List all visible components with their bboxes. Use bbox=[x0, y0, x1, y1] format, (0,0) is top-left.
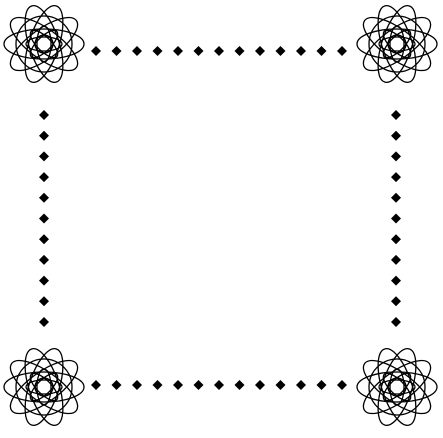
diamond-dot-icon bbox=[255, 46, 265, 56]
diamond-dot-icon bbox=[316, 46, 327, 56]
diamond-dot-icon bbox=[132, 46, 142, 56]
diamond-dot-icon bbox=[214, 46, 224, 56]
rosette-petal bbox=[3, 371, 85, 403]
rosette-inner-petal bbox=[382, 29, 412, 59]
rosette-petal bbox=[362, 359, 432, 415]
rosette-inner-petal bbox=[29, 29, 59, 59]
diamond-dot-icon bbox=[152, 46, 163, 56]
diamond-dot-icon bbox=[39, 213, 49, 224]
diamond-dot-icon bbox=[132, 380, 142, 390]
diamond-dot-icon bbox=[39, 317, 49, 327]
rosette-inner-petal bbox=[382, 29, 412, 59]
right-dotted-edge bbox=[391, 110, 401, 327]
rosette-ornament-icon bbox=[356, 348, 438, 426]
diamond-dot-icon bbox=[275, 380, 286, 390]
rosette-ornament-icon bbox=[356, 5, 438, 83]
rosette-inner-petal bbox=[25, 379, 63, 395]
diamond-dot-icon bbox=[234, 380, 245, 390]
rosette-inner-petal bbox=[382, 372, 412, 402]
rosette-petal bbox=[356, 371, 438, 403]
diamond-dot-icon bbox=[391, 110, 401, 120]
diamond-dot-icon bbox=[39, 110, 49, 120]
diamond-dot-icon bbox=[39, 275, 49, 286]
diamond-dot-icon bbox=[39, 296, 49, 307]
diamond-dot-icon bbox=[152, 380, 163, 390]
rosette-inner-petal bbox=[25, 36, 63, 52]
rosette-inner-petal bbox=[36, 368, 52, 406]
diamond-dot-icon bbox=[39, 234, 49, 245]
diamond-dot-icon bbox=[39, 151, 49, 162]
diamond-dot-icon bbox=[275, 46, 286, 56]
rosette-ring bbox=[368, 15, 426, 73]
diamond-dot-icon bbox=[337, 380, 347, 390]
diamond-dot-icon bbox=[91, 46, 101, 56]
rosette-inner-petal bbox=[382, 372, 412, 402]
diamond-dot-icon bbox=[111, 380, 122, 390]
rosette-petal bbox=[3, 28, 85, 60]
rosette-petal bbox=[356, 28, 438, 60]
diamond-dot-icon bbox=[337, 46, 347, 56]
rosette-ring bbox=[15, 15, 73, 73]
rosette-inner-petal bbox=[378, 36, 416, 52]
diamond-dot-icon bbox=[391, 130, 401, 141]
diamond-dot-icon bbox=[391, 213, 401, 224]
rosette-petal bbox=[9, 359, 79, 415]
rosette-inner-petal bbox=[29, 372, 59, 402]
diamond-dot-icon bbox=[391, 151, 401, 162]
diamond-dot-icon bbox=[39, 192, 49, 203]
diamond-dot-icon bbox=[234, 46, 245, 56]
diamond-dot-icon bbox=[296, 380, 306, 390]
rosette-ring bbox=[368, 358, 426, 416]
rosette-petal bbox=[362, 16, 432, 72]
rosette-petal bbox=[362, 16, 432, 72]
diamond-dot-icon bbox=[391, 172, 401, 183]
rosette-inner-petal bbox=[36, 25, 52, 63]
rosette-petal bbox=[362, 359, 432, 415]
top-dotted-edge bbox=[91, 46, 347, 56]
diamond-dot-icon bbox=[91, 380, 101, 390]
rosette-ornament-icon bbox=[3, 348, 85, 426]
diamond-dot-icon bbox=[391, 254, 401, 265]
diamond-dot-icon bbox=[39, 254, 49, 265]
diamond-dot-icon bbox=[391, 234, 401, 245]
rosette-ornament-icon bbox=[3, 5, 85, 83]
diamond-dot-icon bbox=[296, 46, 306, 56]
diamond-dot-icon bbox=[391, 296, 401, 307]
rosette-inner-petal bbox=[389, 25, 405, 63]
rosette-petal bbox=[9, 359, 79, 415]
diamond-dot-icon bbox=[193, 380, 204, 390]
rosette-petal bbox=[9, 16, 79, 72]
rosette-ring bbox=[15, 358, 73, 416]
diamond-dot-icon bbox=[316, 380, 327, 390]
left-dotted-edge bbox=[39, 110, 49, 327]
rosette-petal bbox=[9, 16, 79, 72]
rosette-inner-petal bbox=[378, 379, 416, 395]
diamond-dot-icon bbox=[255, 380, 265, 390]
diamond-dot-icon bbox=[214, 380, 224, 390]
diamond-dot-icon bbox=[173, 380, 183, 390]
diamond-dot-icon bbox=[391, 275, 401, 286]
diamond-dot-icon bbox=[39, 130, 49, 141]
rosette-inner-petal bbox=[29, 29, 59, 59]
diamond-dot-icon bbox=[391, 317, 401, 327]
diamond-dot-icon bbox=[173, 46, 183, 56]
diamond-dot-icon bbox=[111, 46, 122, 56]
rosette-inner-petal bbox=[29, 372, 59, 402]
diamond-dot-icon bbox=[39, 172, 49, 183]
bottom-dotted-edge bbox=[91, 380, 347, 390]
diamond-dot-icon bbox=[391, 192, 401, 203]
rosette-inner-petal bbox=[389, 368, 405, 406]
diamond-dot-icon bbox=[193, 46, 204, 56]
